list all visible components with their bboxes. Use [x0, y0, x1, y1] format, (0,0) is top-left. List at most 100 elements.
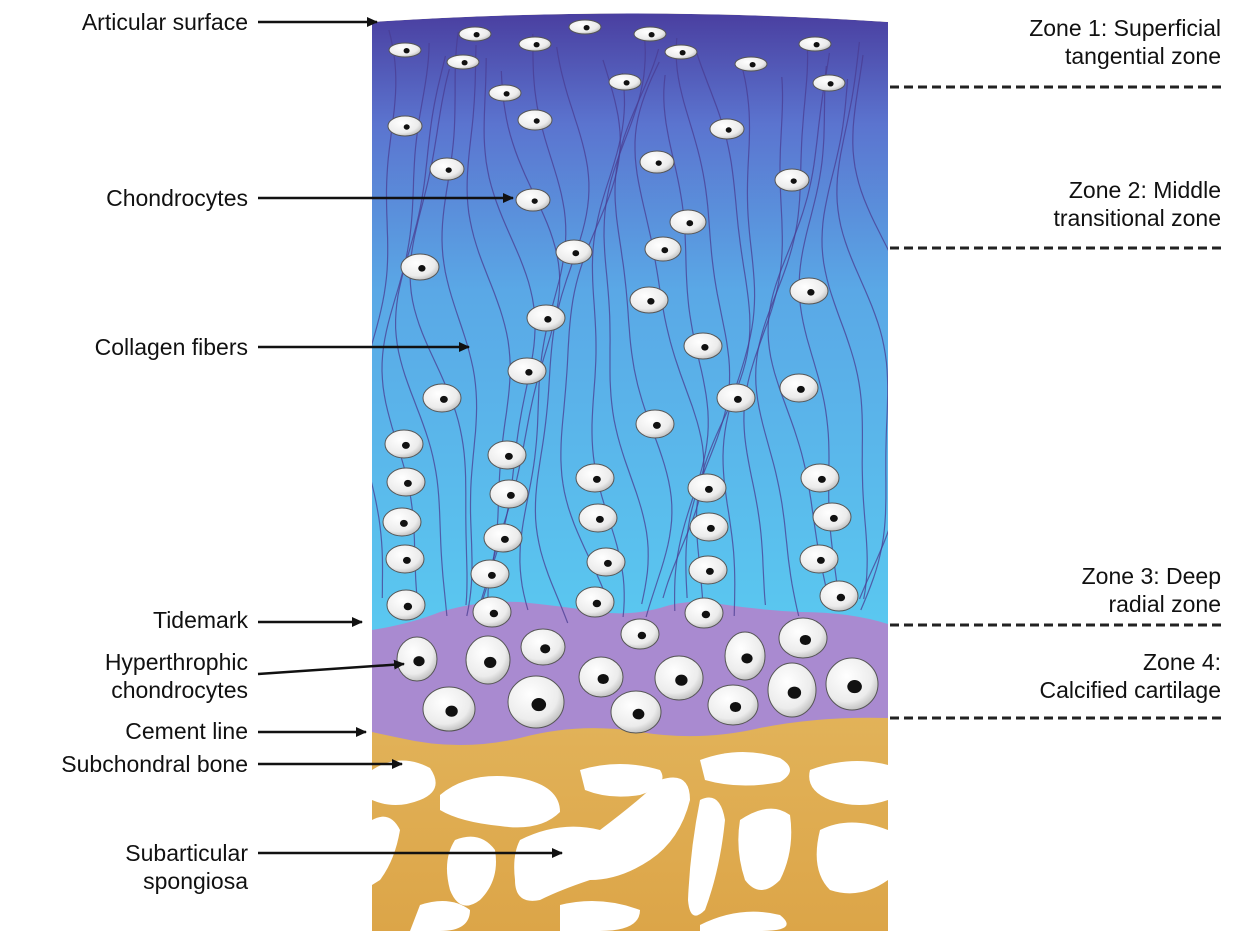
cell-nucleus	[686, 220, 693, 226]
chondrocyte	[725, 632, 765, 680]
chondrocyte	[717, 384, 755, 412]
chondrocyte	[490, 480, 528, 508]
chondrocyte	[820, 581, 858, 611]
cell-nucleus	[633, 709, 645, 720]
cell-nucleus	[726, 127, 732, 132]
collagen-fibers-label: Collagen fibers	[95, 333, 248, 361]
chondrocyte	[459, 27, 491, 41]
cell-nucleus	[647, 298, 654, 305]
chondrocyte	[473, 597, 511, 627]
chondrocyte	[779, 618, 827, 658]
cell-nucleus	[653, 422, 661, 429]
cell-nucleus	[404, 48, 410, 53]
cell-nucleus	[788, 687, 801, 699]
chondrocyte	[569, 20, 601, 34]
cell-nucleus	[446, 167, 452, 173]
cell-nucleus	[847, 680, 862, 693]
cell-nucleus	[814, 42, 820, 47]
chondrocyte	[466, 636, 510, 684]
cell-nucleus	[680, 50, 686, 55]
chondrocyte	[685, 598, 723, 628]
chondrocyte	[397, 637, 437, 681]
cell-nucleus	[584, 25, 590, 30]
chondrocyte	[488, 441, 526, 469]
subchondral-bone-label: Subchondral bone	[61, 750, 248, 778]
chondrocyte	[516, 189, 550, 211]
cell-nucleus	[490, 610, 498, 618]
chondrocyte	[471, 560, 509, 588]
chondrocyte	[387, 468, 425, 496]
cell-nucleus	[741, 653, 752, 663]
cell-nucleus	[807, 289, 814, 296]
cell-nucleus	[730, 702, 741, 712]
cell-nucleus	[593, 600, 601, 608]
chondrocyte	[389, 43, 421, 57]
chondrocyte	[579, 657, 623, 697]
chondrocyte	[383, 508, 421, 536]
cell-nucleus	[624, 80, 630, 85]
cell-nucleus	[604, 560, 612, 567]
chondrocyte	[386, 545, 424, 573]
chondrocyte	[518, 110, 552, 130]
cell-nucleus	[501, 536, 509, 543]
cell-nucleus	[593, 476, 601, 483]
tidemark-label: Tidemark	[153, 606, 248, 634]
zone3-label: Zone 3: Deep radial zone	[1082, 562, 1221, 618]
cell-nucleus	[598, 674, 609, 684]
chondrocyte	[611, 691, 661, 733]
chondrocyte	[799, 37, 831, 51]
cell-nucleus	[532, 698, 547, 711]
chondrocyte	[388, 116, 422, 136]
hypertrophic-chondrocytes-label: Hyperthrophic chondrocytes	[105, 648, 248, 704]
chondrocyte	[587, 548, 625, 576]
chondrocyte	[387, 590, 425, 620]
cell-nucleus	[532, 198, 538, 204]
cell-nucleus	[534, 42, 540, 47]
cell-nucleus	[596, 516, 604, 523]
cell-nucleus	[404, 124, 410, 129]
cell-nucleus	[488, 572, 496, 579]
cell-nucleus	[544, 316, 551, 323]
cell-nucleus	[649, 32, 655, 37]
chondrocyte	[527, 305, 565, 331]
cell-nucleus	[413, 656, 424, 666]
cell-nucleus	[504, 91, 510, 96]
chondrocyte	[489, 85, 521, 101]
cell-nucleus	[445, 706, 457, 717]
cell-nucleus	[701, 344, 708, 351]
upper-cartilage-layer	[372, 14, 888, 631]
cement-line-label: Cement line	[125, 717, 248, 745]
cell-nucleus	[525, 369, 532, 376]
chondrocyte	[684, 333, 722, 359]
chondrocyte	[813, 75, 845, 91]
cell-nucleus	[661, 247, 668, 253]
cell-nucleus	[638, 632, 646, 640]
cell-nucleus	[400, 520, 408, 527]
zone4-label: Zone 4: Calcified cartilage	[1039, 648, 1221, 704]
cell-nucleus	[656, 160, 662, 166]
chondrocyte	[423, 687, 475, 731]
cell-nucleus	[507, 492, 515, 499]
chondrocyte	[645, 237, 681, 261]
chondrocyte	[800, 545, 838, 573]
chondrocyte	[508, 676, 564, 728]
chondrocyte	[813, 503, 851, 531]
chondrocyte	[576, 464, 614, 492]
chondrocyte	[576, 587, 614, 617]
chondrocyte	[655, 656, 703, 700]
chondrocyte	[508, 358, 546, 384]
chondrocyte	[634, 27, 666, 41]
cell-nucleus	[404, 603, 412, 611]
cell-nucleus	[817, 557, 825, 564]
chondrocyte	[670, 210, 706, 234]
cell-nucleus	[837, 594, 845, 602]
cell-nucleus	[505, 453, 513, 460]
zone2-label: Zone 2: Middle transitional zone	[1054, 176, 1222, 232]
cell-nucleus	[734, 396, 742, 403]
chondrocyte	[579, 504, 617, 532]
chondrocyte	[780, 374, 818, 402]
chondrocyte	[710, 119, 744, 139]
cell-nucleus	[474, 32, 480, 37]
chondrocyte	[621, 619, 659, 649]
chondrocyte	[708, 685, 758, 725]
